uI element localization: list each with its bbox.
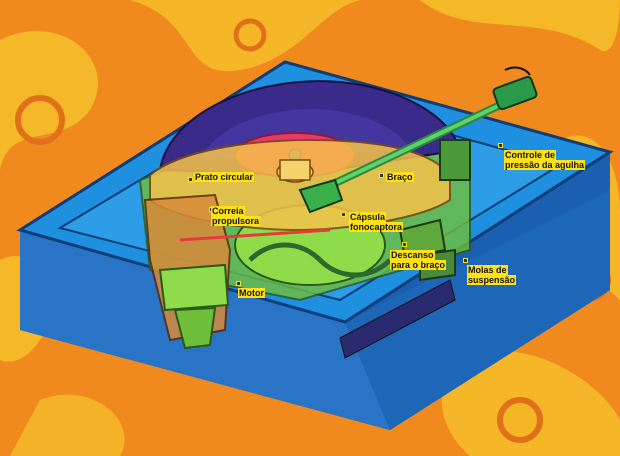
marker-capsula (341, 212, 346, 217)
tonearm (298, 66, 538, 214)
label-motor: Motor (238, 288, 265, 298)
motor-assembly (143, 193, 331, 350)
marker-descanso (402, 242, 407, 247)
marker-motor (236, 281, 241, 286)
label-descanso-braco: Descanso para o braço (390, 250, 447, 270)
marker-prato (188, 177, 193, 182)
label-molas-suspensao: Molas de suspensão (467, 265, 517, 285)
label-capsula-fonocaptora: Cápsula fonocaptora (349, 212, 404, 232)
label-braco: Braço (386, 172, 414, 182)
marker-controle (498, 143, 503, 148)
marker-braco (379, 173, 384, 178)
marker-molas (463, 258, 468, 263)
label-prato-circular: Prato circular (194, 172, 255, 182)
label-correia-propulsora: Correia propulsora (211, 206, 261, 226)
label-controle-pressao: Controle de pressão da agulha (504, 150, 586, 170)
